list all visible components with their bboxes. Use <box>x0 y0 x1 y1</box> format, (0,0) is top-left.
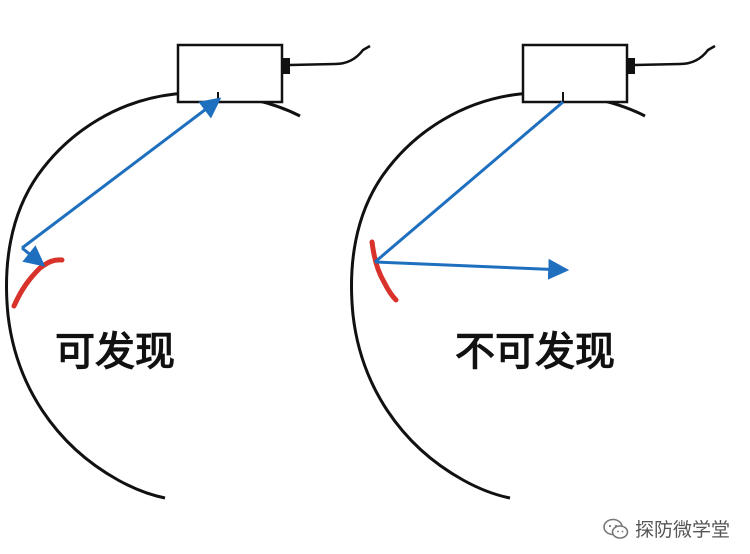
watermark-text: 探防微学堂 <box>634 519 730 541</box>
left-probe <box>176 43 371 104</box>
left-probe-cable <box>289 44 371 67</box>
left-panel: 可发现 <box>5 43 371 500</box>
right-crack <box>369 239 399 303</box>
right-probe <box>521 43 716 104</box>
right-panel: 不可发现 <box>350 43 716 500</box>
right-beam-2 <box>374 258 570 280</box>
right-beam-1 <box>374 100 564 264</box>
left-beam-2 <box>21 245 46 267</box>
left-probe-body <box>176 43 284 104</box>
right-probe-cable <box>634 44 716 67</box>
right-pipe-wall <box>350 91 646 500</box>
watermark: 探防微学堂 <box>603 515 730 542</box>
left-pipe-wall <box>5 91 301 500</box>
left-caption: 可发现 <box>55 329 175 375</box>
left-crack <box>11 257 65 309</box>
wechat-icon <box>603 518 629 539</box>
left-probe-connector <box>282 58 290 74</box>
right-caption: 不可发现 <box>455 329 615 375</box>
right-probe-body <box>521 43 629 104</box>
right-probe-connector <box>627 58 635 74</box>
left-beam-1 <box>21 97 222 250</box>
